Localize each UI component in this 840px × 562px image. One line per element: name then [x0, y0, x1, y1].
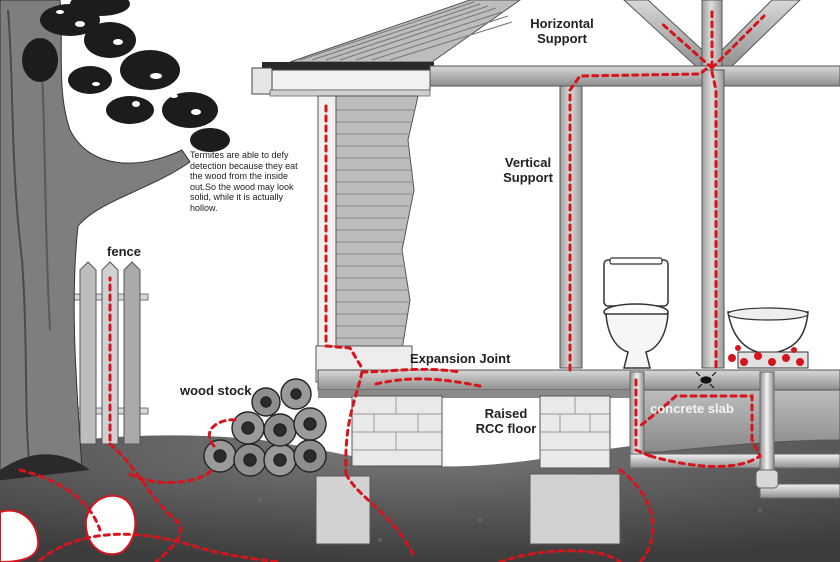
- termite-nest: [0, 494, 137, 562]
- note-line-6: hollow.: [190, 202, 218, 213]
- expansion-joint-label: Expansion Joint: [410, 351, 511, 366]
- horizontal-support-label: Horizontal Support: [512, 16, 612, 46]
- pipe-icon: [629, 371, 840, 499]
- fence-label: fence: [107, 244, 141, 259]
- raised-rcc-floor-label: Raised RCC floor: [466, 406, 546, 436]
- vertical-support-label: Vertical Support: [478, 155, 578, 185]
- vertical-support-label-line1: Vertical: [504, 155, 552, 170]
- vertical-support-label-line2: Support: [503, 170, 553, 185]
- raised-rcc-floor-label-line1: Raised: [484, 406, 528, 421]
- note-line-4: out.So the wood may look: [190, 181, 294, 192]
- note-line-2: detection because they eat: [190, 160, 298, 171]
- horizontal-support-label-line2: Support: [537, 31, 587, 46]
- note-line-1: Termites are able to defy: [190, 150, 289, 160]
- siding-wall: [315, 95, 419, 383]
- termite-paths: [18, 8, 766, 562]
- concrete-slab-label: concrete slab: [650, 401, 734, 416]
- raised-rcc-floor-pier: [315, 395, 621, 545]
- horizontal-support-label-line1: Horizontal: [530, 16, 594, 31]
- tree-icon: [0, 0, 230, 481]
- termite-cluster: [728, 345, 804, 366]
- note-line-3: the wood from the inside: [190, 171, 289, 181]
- vertical-support-post-right: [701, 69, 725, 369]
- concrete-slab: [635, 389, 840, 453]
- raised-rcc-floor-label-line2: RCC floor: [475, 421, 537, 436]
- floor-joist: [317, 369, 840, 398]
- termite-icon: [695, 371, 717, 389]
- sink-icon: [727, 307, 809, 369]
- toilet-icon: [603, 257, 669, 369]
- log-pile-icon: [203, 378, 327, 477]
- wood-stock-label: wood stock: [180, 383, 252, 398]
- termite-note: Termites are able to defy detection beca…: [190, 150, 318, 213]
- note-line-5: solid, while it is actually: [190, 192, 284, 202]
